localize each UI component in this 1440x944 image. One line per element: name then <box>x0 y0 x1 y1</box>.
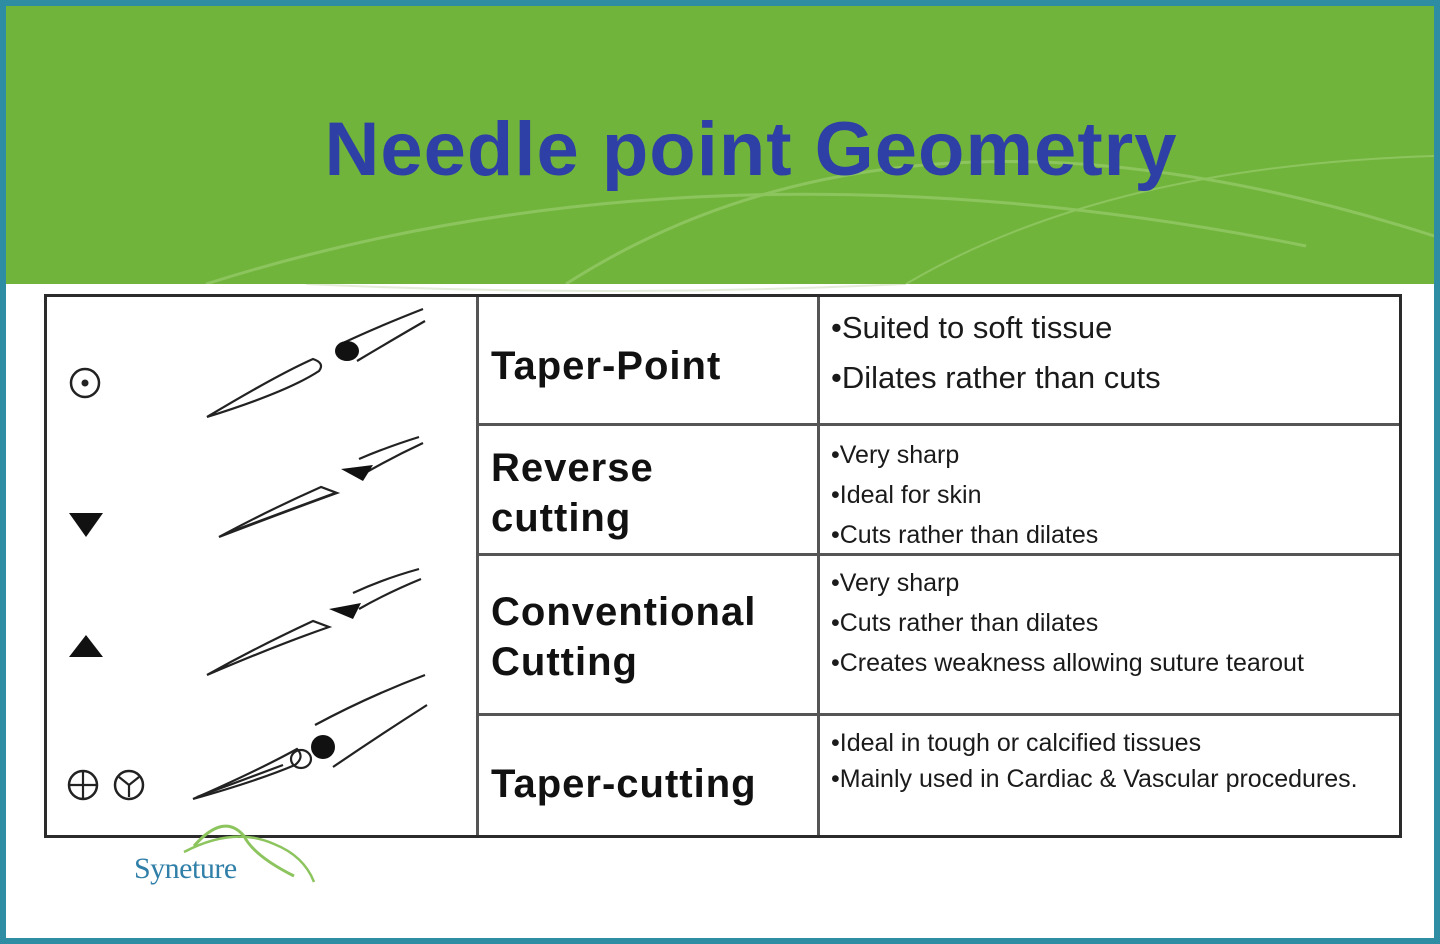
needle-type-name: Taper-Point <box>491 341 811 391</box>
needle-type-properties: •Very sharp •Ideal for skin •Cuts rather… <box>831 435 1391 555</box>
column-divider <box>817 297 820 835</box>
slide-header: Needle point Geometry <box>6 6 1434 284</box>
needle-type-line: Cutting <box>491 640 638 684</box>
property-bullet: •Creates weakness allowing suture tearou… <box>831 649 1304 677</box>
needle-type-name: Taper-cutting <box>491 759 811 809</box>
circle-dot-icon <box>69 367 101 399</box>
needle-type-properties: •Suited to soft tissue •Dilates rather t… <box>831 303 1391 403</box>
row-divider <box>476 423 1399 426</box>
property-bullet: •Ideal in tough or calcified tissues <box>831 729 1202 757</box>
taper-cutting-needle <box>192 673 428 801</box>
column-divider <box>476 297 479 835</box>
taper-point-needle <box>206 307 426 419</box>
property-bullet: •Very sharp <box>831 569 960 597</box>
slide: Needle point Geometry <box>6 6 1434 938</box>
property-bullet: •Cuts rather than dilates <box>831 521 1099 549</box>
syneture-logo: Syneture <box>134 824 354 896</box>
property-bullet: •Very sharp <box>831 441 960 469</box>
property-bullet: •Cuts rather than dilates <box>831 609 1099 637</box>
needle-type-properties: •Very sharp •Cuts rather than dilates •C… <box>831 563 1391 679</box>
needle-drawings <box>67 307 428 801</box>
circle-cross-icon <box>67 769 99 801</box>
needle-type-name: Reverse cutting <box>491 443 811 543</box>
row-divider <box>476 713 1399 716</box>
reverse-cutting-needle <box>218 435 424 539</box>
needle-type-properties: •Ideal in tough or calcified tissues •Ma… <box>831 723 1391 795</box>
circle-y-icon <box>113 769 145 801</box>
logo-text: Syneture <box>134 852 237 885</box>
needle-table: Taper-Point •Suited to soft tissue •Dila… <box>44 294 1402 838</box>
needle-type-line: cutting <box>491 496 632 540</box>
property-bullet: •Mainly used in Cardiac & Vascular proce… <box>831 765 1358 793</box>
needle-illustrations <box>47 297 476 835</box>
logo-swoosh-icon <box>183 824 316 883</box>
needle-type-line: Conventional <box>491 590 757 634</box>
header-decoration <box>205 155 1434 284</box>
property-bullet: •Ideal for skin <box>831 481 982 509</box>
conventional-cutting-needle <box>206 567 422 677</box>
bottom-decoration <box>305 284 907 292</box>
needle-type-line: Taper-Point <box>491 344 722 388</box>
needle-type-name: Conventional Cutting <box>491 587 811 687</box>
property-bullet: •Suited to soft tissue <box>831 310 1113 345</box>
needle-type-line: Reverse <box>491 446 654 490</box>
slide-title: Needle point Geometry <box>324 107 1178 192</box>
needle-type-line: Taper-cutting <box>491 762 757 806</box>
up-triangle-icon <box>69 635 103 657</box>
property-bullet: •Dilates rather than cuts <box>831 360 1161 395</box>
row-divider <box>476 553 1399 556</box>
down-triangle-icon <box>69 513 103 537</box>
